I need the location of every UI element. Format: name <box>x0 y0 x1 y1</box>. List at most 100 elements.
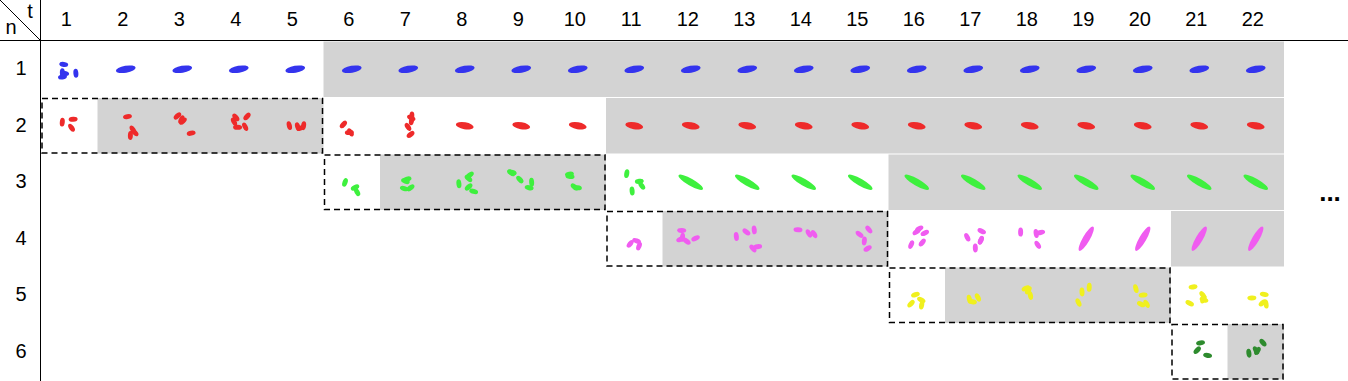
column-number: 18 <box>1016 9 1038 29</box>
cluster-blob <box>1133 225 1153 253</box>
cluster-blob <box>399 176 415 193</box>
dashed-window <box>890 268 1171 323</box>
gray-band <box>606 98 1284 154</box>
cluster-blob <box>1245 64 1266 74</box>
cluster-blob <box>59 117 77 133</box>
cluster-blob <box>1242 172 1270 192</box>
cluster-blob <box>1016 172 1044 192</box>
cluster-blob <box>733 172 761 192</box>
cluster-blob <box>455 121 474 131</box>
cluster-blob <box>506 168 534 191</box>
cluster-blob <box>793 227 818 239</box>
cluster-blob <box>1185 284 1209 308</box>
row-number: 6 <box>15 341 26 361</box>
column-number: 21 <box>1185 9 1207 29</box>
column-number: 16 <box>903 9 925 29</box>
dashed-window <box>325 155 606 210</box>
cluster-blob <box>907 224 930 249</box>
cluster-blob <box>403 111 416 139</box>
row-axis-rule <box>40 0 41 381</box>
cluster-blob <box>341 177 361 197</box>
cluster-blob <box>1019 64 1040 74</box>
cluster-blob <box>341 64 362 74</box>
cluster-blob <box>565 171 583 192</box>
cluster-blob <box>1246 338 1268 358</box>
header-rule <box>0 40 1348 41</box>
continuation-mark: ... <box>1319 179 1341 205</box>
column-number: 22 <box>1242 9 1264 29</box>
column-number: 11 <box>621 9 642 29</box>
cluster-blob <box>286 121 307 132</box>
cluster-blob <box>1020 121 1039 131</box>
column-number: 6 <box>343 9 354 29</box>
gray-band <box>324 42 1285 98</box>
cluster-blob <box>625 237 643 251</box>
cluster-blob <box>1189 64 1210 74</box>
row-number: 1 <box>15 58 26 78</box>
row-number: 4 <box>15 228 26 248</box>
cluster-blob <box>737 64 758 74</box>
cluster-blob <box>230 111 252 131</box>
gray-band <box>945 268 1171 324</box>
cluster-blob <box>1072 172 1100 192</box>
cluster-blob <box>1132 64 1153 74</box>
dashed-window <box>607 212 888 267</box>
cluster-blob <box>456 170 479 195</box>
cluster-blob <box>1021 284 1034 300</box>
cluster-blob <box>1076 225 1096 253</box>
column-number: 1 <box>61 9 72 29</box>
cluster-blob <box>1077 121 1096 131</box>
cluster-blob <box>966 292 982 305</box>
column-number: 9 <box>513 9 524 29</box>
cluster-blob <box>398 64 419 74</box>
cluster-blob <box>850 64 871 74</box>
column-number: 8 <box>456 9 467 29</box>
corner-diagonal <box>0 0 40 40</box>
cluster-blob <box>1129 172 1157 192</box>
column-number: 2 <box>117 9 128 29</box>
cluster-blob <box>624 169 647 196</box>
cluster-blob <box>1132 284 1151 309</box>
cluster-blob <box>1074 283 1092 308</box>
column-number: 15 <box>846 9 868 29</box>
cluster-blob <box>123 113 140 140</box>
gray-band <box>98 98 324 154</box>
cluster-blob <box>512 121 531 131</box>
cluster-blob <box>794 121 813 131</box>
cluster-blob <box>624 64 645 74</box>
cluster-blob <box>1133 121 1152 131</box>
cluster-blob <box>733 225 762 253</box>
cluster-blob <box>511 64 532 74</box>
cluster-blob <box>172 64 193 74</box>
cluster-blob <box>1246 225 1266 253</box>
gray-band <box>663 211 889 267</box>
dashed-window <box>42 99 323 154</box>
cell-grid <box>42 42 1284 380</box>
cluster-blob <box>963 227 987 252</box>
axis-letter: t <box>27 1 33 21</box>
cluster-blob <box>790 172 818 192</box>
column-number: 3 <box>174 9 185 29</box>
cluster-blob <box>906 291 926 310</box>
row-number: 5 <box>15 284 26 304</box>
cluster-blob <box>906 64 927 74</box>
cluster-blob <box>1076 64 1097 74</box>
column-number: 13 <box>733 9 755 29</box>
column-number: 19 <box>1072 9 1094 29</box>
cluster-blob <box>963 64 984 74</box>
column-number: 12 <box>677 9 699 29</box>
cluster-blob <box>903 172 931 192</box>
cluster-blob <box>1185 172 1213 192</box>
column-number: 10 <box>564 9 586 29</box>
cluster-blob <box>1247 291 1269 309</box>
cluster-blob <box>851 121 870 131</box>
axis-letter: n <box>5 17 16 37</box>
cluster-blob <box>338 119 355 137</box>
column-number: 4 <box>230 9 241 29</box>
column-number: 14 <box>790 9 812 29</box>
cluster-blob <box>680 64 701 74</box>
cluster-blob <box>1189 225 1209 253</box>
cluster-blob <box>568 121 587 131</box>
cluster-blob <box>115 64 136 74</box>
